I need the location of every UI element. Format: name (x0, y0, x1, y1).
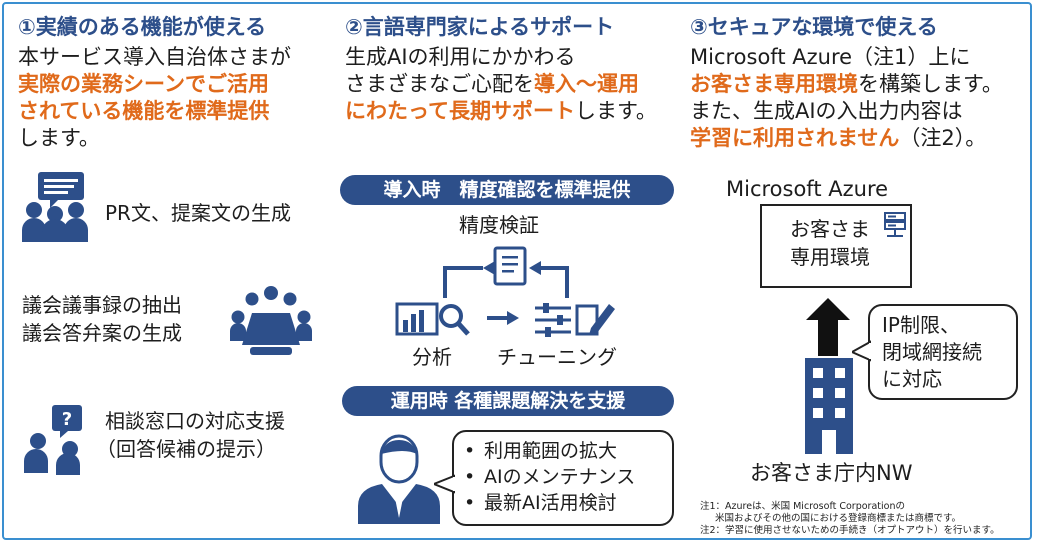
consultation-icon: ? (24, 405, 90, 479)
azure-label: Microsoft Azure (726, 177, 889, 201)
feature-2-label-1: 議会議事録の抽出 (22, 293, 182, 317)
ip-label-1: IP制限、 (882, 313, 960, 337)
col1-emphasis-1: 実際の業務シーンでご活用 (18, 72, 269, 96)
col3-line2: お客さま専用環境を構築します。 (690, 72, 1003, 96)
support-item: 最新AI活用検討 (464, 490, 672, 516)
up-arrow-icon (806, 298, 850, 356)
meeting-table-icon (230, 285, 312, 361)
office-network-label: お客さま庁内NW (750, 461, 913, 485)
col3-line1: Microsoft Azure（注1）上に (690, 45, 971, 69)
ip-label-3: に対応 (882, 367, 942, 391)
cycle-accuracy-check-label: 精度検証 (459, 213, 539, 237)
feature-1-label: PR文、提案文の生成 (105, 201, 291, 225)
col3-line4: 学習に利用されません（注2）。 (690, 126, 987, 150)
pill-operation: 運用時 各種課題解決を支援 (342, 386, 674, 416)
col2-line2: さまざまなご心配を導入～運用 (345, 72, 639, 96)
support-person-icon (356, 432, 442, 528)
col1-heading: ①実績のある機能が使える (18, 15, 267, 39)
env-label-1: お客さま (790, 217, 870, 241)
cycle-analysis-label: 分析 (412, 345, 452, 369)
feature-3-label-1: 相談窓口の対応支援 (105, 409, 285, 433)
col1-line1: 本サービス導入自治体さまが (18, 45, 291, 69)
bubble-tail (434, 474, 456, 494)
col3-line3: また、生成AIの入出力内容は (690, 99, 963, 123)
col2-heading: ②言語専門家によるサポート (345, 15, 615, 39)
dedicated-environment-box: お客さま 専用環境 (760, 204, 912, 288)
outer-frame (2, 2, 1032, 540)
footnote-1-cont: 米国およびその他の国における登録商標または商標です。 (715, 513, 962, 524)
ip-restriction-bubble: IP制限、 閉域網接続 に対応 (868, 304, 1018, 400)
ip-label-2: 閉域網接続 (882, 340, 982, 364)
feature-3-label-2: （回答候補の提示） (96, 437, 276, 461)
col3-heading: ③セキュアな環境で使える (690, 15, 938, 39)
support-item: 利用範囲の拡大 (464, 438, 672, 464)
col1-emphasis-2: されている機能を標準提供 (18, 99, 270, 123)
feature-2-label-2: 議会答弁案の生成 (22, 321, 182, 345)
env-label-2: 専用環境 (790, 245, 870, 269)
tuning-cycle-diagram (395, 240, 625, 349)
presentation-people-icon (20, 170, 90, 246)
cycle-tuning-label: チューニング (497, 345, 617, 369)
server-icon (884, 212, 906, 242)
svg-text:?: ? (62, 409, 72, 430)
footnote-1: 注1：Azureは、米国 Microsoft Corporationの (700, 501, 905, 512)
col2-line1: 生成AIの利用にかかわる (345, 45, 576, 69)
pill-onboarding: 導入時 精度確認を標準提供 (340, 175, 674, 205)
col2-line3: にわたって長期サポートします。 (345, 99, 657, 123)
office-building-icon (805, 358, 853, 458)
support-item: AIのメンテナンス (464, 464, 672, 490)
bubble-tail (852, 340, 872, 362)
footnote-2: 注2：学習に使用させないための手続き（オプトアウト）を行います。 (700, 525, 1000, 536)
support-items-bubble: 利用範囲の拡大 AIのメンテナンス 最新AI活用検討 (452, 430, 674, 526)
col1-line4: します。 (18, 126, 100, 150)
